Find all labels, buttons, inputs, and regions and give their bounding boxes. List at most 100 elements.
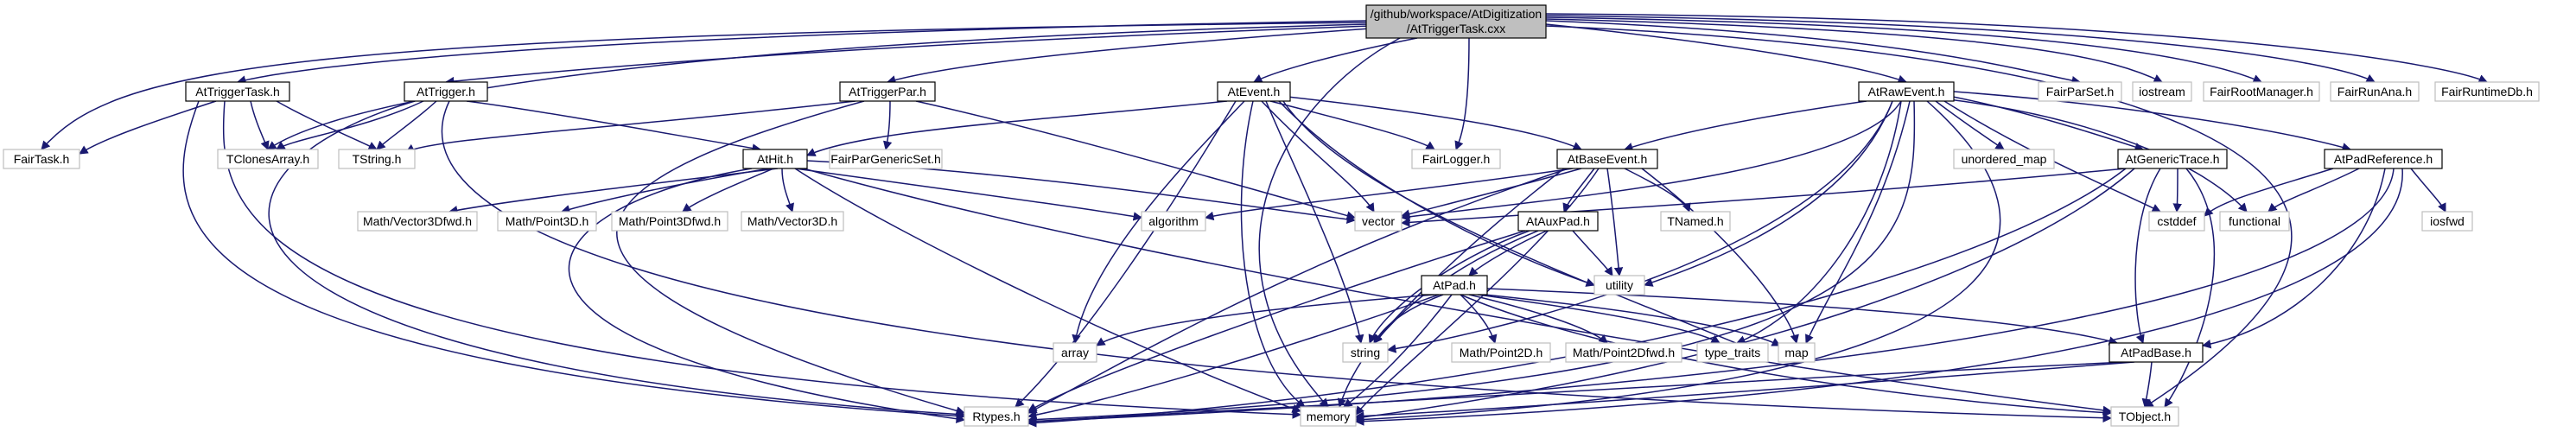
dependency-edge: [1624, 168, 1691, 213]
node-fairtask-h[interactable]: FairTask.h: [3, 149, 80, 169]
dependency-edge: [448, 168, 779, 215]
dependency-edge: [2172, 168, 2182, 213]
dependency-edge: [781, 168, 794, 213]
svg-text:string: string: [1351, 346, 1380, 359]
dependency-edge: [1269, 100, 1435, 150]
node-map[interactable]: map: [1778, 342, 1816, 363]
svg-text:TObject.h: TObject.h: [2119, 410, 2171, 423]
node-fairrunana-h[interactable]: FairRunAna.h: [2330, 81, 2420, 102]
node-atpadbase-h[interactable]: AtPadBase.h: [2109, 342, 2204, 363]
node-tobject-h[interactable]: TObject.h: [2110, 406, 2179, 427]
svg-text:AtEvent.h: AtEvent.h: [1228, 85, 1281, 98]
node-fairruntimedb-h[interactable]: FairRuntimeDb.h: [2434, 81, 2540, 102]
node-cstddef[interactable]: cstddef: [2148, 211, 2205, 232]
dependency-edge: [806, 160, 1357, 225]
dependency-edge: [267, 23, 1370, 150]
node-type-traits[interactable]: type_traits: [1696, 342, 1769, 363]
node-attrigger-h[interactable]: AtTrigger.h: [404, 81, 488, 102]
dependency-edge: [376, 100, 437, 150]
dependency-edge: [1545, 16, 2262, 84]
dependency-edge: [2268, 168, 2360, 213]
dependency-edge: [2141, 361, 2153, 409]
svg-text:unordered_map: unordered_map: [1962, 152, 2047, 166]
dependency-edge: [1545, 23, 1907, 84]
dependency-edge: [2204, 168, 2334, 217]
node-atrawevent-h[interactable]: AtRawEvent.h: [1858, 81, 1955, 102]
node-functional[interactable]: functional: [2219, 211, 2290, 232]
node-math-point3d-h[interactable]: Math/Point3D.h: [497, 211, 597, 232]
node-rtypes-h[interactable]: Rtypes.h: [964, 406, 1029, 427]
node-attriggerpar-h[interactable]: AtTriggerPar.h: [839, 81, 936, 102]
node-fairparset-h[interactable]: FairParSet.h: [2038, 81, 2122, 102]
node-unordered-map[interactable]: unordered_map: [1953, 149, 2055, 169]
node-atpadreference-h[interactable]: AtPadReference.h: [2324, 149, 2443, 169]
node-string[interactable]: string: [1342, 342, 1389, 363]
node-math-point3dfwd-h[interactable]: Math/Point3Dfwd.h: [611, 211, 728, 232]
svg-text:TClonesArray.h: TClonesArray.h: [226, 152, 309, 166]
dependency-edge: [803, 168, 2113, 416]
node-tstring-h[interactable]: TString.h: [338, 149, 416, 169]
node-fairlogger-h[interactable]: FairLogger.h: [1411, 149, 1501, 169]
node-utility[interactable]: utility: [1593, 275, 1645, 295]
dependency-edge: [1644, 100, 1893, 287]
node-math-point2d-h[interactable]: Math/Point2D.h: [1451, 342, 1551, 363]
svg-text:AtTriggerTask.h: AtTriggerTask.h: [195, 85, 280, 98]
dependency-edge: [1477, 294, 1721, 344]
svg-text:AtTrigger.h: AtTrigger.h: [417, 85, 475, 98]
dependency-edge: [182, 100, 966, 421]
root-path-line2: /AtTriggerTask.cxx: [1407, 22, 1506, 35]
svg-text:map: map: [1784, 346, 1808, 359]
node-atevent-h[interactable]: AtEvent.h: [1217, 81, 1291, 102]
svg-text:Math/Vector3Dfwd.h: Math/Vector3Dfwd.h: [363, 214, 472, 228]
node-array[interactable]: array: [1053, 342, 1097, 363]
node-math-vector3d-h[interactable]: Math/Vector3D.h: [741, 211, 844, 232]
svg-text:type_traits: type_traits: [1705, 346, 1761, 359]
svg-text:AtPad.h: AtPad.h: [1433, 278, 1476, 292]
dependency-edge: [1736, 100, 1902, 345]
dependency-edge: [1624, 100, 1867, 152]
dependency-edge: [1460, 294, 1498, 345]
svg-text:AtAuxPad.h: AtAuxPad.h: [1526, 214, 1590, 228]
node-iostream[interactable]: iostream: [2132, 81, 2192, 102]
svg-text:FairLogger.h: FairLogger.h: [1422, 152, 1491, 166]
dependency-edge: [268, 100, 966, 419]
node-attriggertask-h[interactable]: AtTriggerTask.h: [185, 81, 290, 102]
svg-text:Math/Point2D.h: Math/Point2D.h: [1460, 346, 1543, 359]
dependency-edge: [441, 100, 2113, 422]
dependency-edge: [405, 100, 856, 153]
node-memory[interactable]: memory: [1300, 406, 1357, 427]
node-fairpargenericset-h[interactable]: FairParGenericSet.h: [829, 149, 943, 169]
node-vector[interactable]: vector: [1354, 211, 1402, 232]
dependency-edge: [41, 22, 1368, 150]
dependency-edge: [794, 168, 1301, 413]
node-math-point2dfwd-h[interactable]: Math/Point2Dfwd.h: [1565, 342, 1682, 363]
node-iosfwd[interactable]: iosfwd: [2421, 211, 2473, 232]
dependency-edge: [1572, 230, 1613, 276]
node-atbaseevent-h[interactable]: AtBaseEvent.h: [1556, 149, 1658, 169]
node-math-vector3dfwd-h[interactable]: Math/Vector3Dfwd.h: [357, 211, 478, 232]
svg-text:AtHit.h: AtHit.h: [757, 152, 793, 166]
node-atpad-h[interactable]: AtPad.h: [1421, 275, 1488, 295]
svg-text:Math/Vector3D.h: Math/Vector3D.h: [747, 214, 837, 228]
node-athit-h[interactable]: AtHit.h: [742, 149, 808, 169]
node-atgenerictrace-h[interactable]: AtGenericTrace.h: [2117, 149, 2228, 169]
dependency-edge: [1240, 100, 1306, 408]
svg-text:AtGenericTrace.h: AtGenericTrace.h: [2125, 152, 2219, 166]
node-atauxpad-h[interactable]: AtAuxPad.h: [1517, 211, 1599, 232]
dependency-edge: [568, 168, 966, 423]
node-tnamed-h[interactable]: TNamed.h: [1660, 211, 1731, 232]
dependency-edge: [1545, 13, 2488, 84]
node-tclonesarray-h[interactable]: TClonesArray.h: [217, 149, 319, 169]
dependency-edge: [1545, 15, 2376, 83]
dependency-edge: [1373, 294, 1444, 344]
node-algorithm[interactable]: algorithm: [1141, 211, 1206, 232]
dependency-edge: [1484, 294, 1781, 346]
node-fairrootmanager-h[interactable]: FairRootManager.h: [2203, 81, 2320, 102]
dependency-edge: [883, 100, 893, 151]
svg-text:FairTask.h: FairTask.h: [14, 152, 70, 166]
svg-text:algorithm: algorithm: [1148, 214, 1199, 228]
dependency-edge: [250, 100, 270, 150]
node-root-attriggertask-cxx[interactable]: /github/workspace/AtDigitization /AtTrig…: [1365, 4, 1547, 39]
dependency-edge: [1282, 100, 1764, 356]
svg-text:iosfwd: iosfwd: [2430, 214, 2465, 228]
